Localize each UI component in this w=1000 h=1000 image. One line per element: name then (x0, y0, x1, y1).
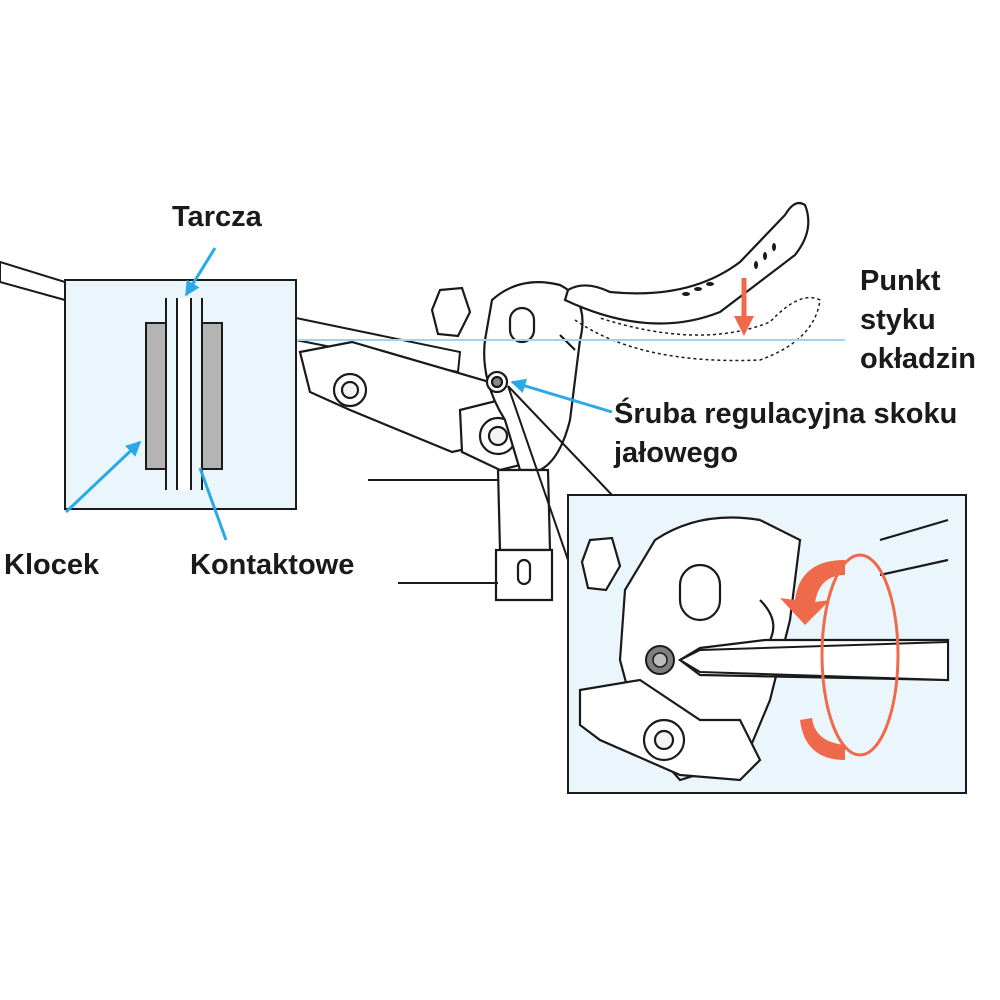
down-arrow-icon (734, 278, 754, 336)
label-screw-1: Śruba regulacyjna skoku (614, 396, 957, 430)
brake-lever-body (298, 201, 810, 602)
label-contact: Kontaktowe (190, 549, 354, 581)
rotate-arrow-icon (780, 553, 900, 760)
zoom-inset-panel (567, 494, 967, 794)
brake-disc (177, 298, 191, 490)
pad-pointer-arrow (64, 440, 142, 514)
brake-pad-left (145, 322, 167, 470)
lever-holes (682, 243, 776, 296)
label-contact-point-1: Punkt (860, 265, 941, 297)
disc-detail-panel (64, 279, 297, 510)
label-contact-point-2: styku (860, 304, 936, 336)
pointer-arrows (64, 247, 613, 541)
contact-pointer-line (198, 467, 228, 541)
label-pad: Klocek (4, 549, 100, 581)
screwdriver (677, 640, 949, 682)
label-screw-2: jałowego (613, 437, 738, 469)
brake-pad-right (201, 322, 223, 470)
screw-pointer-arrow (510, 378, 613, 414)
zoom-callout-lines (507, 385, 613, 561)
label-contact-point-3: okładzin (860, 343, 976, 375)
disc-pointer-arrow (184, 247, 217, 297)
label-disc: Tarcza (172, 201, 263, 233)
